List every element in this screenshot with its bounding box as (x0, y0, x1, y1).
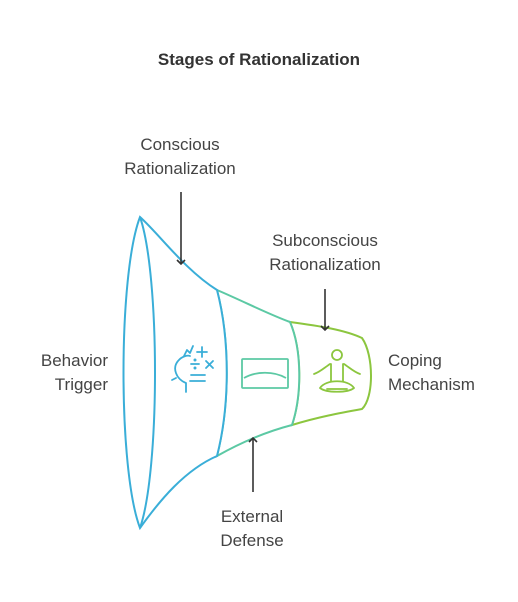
label-line: External (220, 507, 284, 526)
label-line: Defense (220, 531, 284, 550)
label-line: Rationalization (124, 159, 236, 178)
mind-math-icon (171, 345, 214, 393)
label-conscious-rationalization: Conscious Rationalization (100, 133, 260, 181)
label-coping-mechanism: Coping Mechanism (388, 349, 513, 397)
label-line: Subconscious (272, 231, 378, 250)
label-behavior-trigger: Behavior Trigger (10, 349, 108, 397)
label-line: Trigger (54, 375, 108, 394)
frame-icon (241, 358, 289, 389)
label-external-defense: External Defense (172, 505, 332, 553)
label-line: Conscious (140, 135, 220, 154)
label-line: Mechanism (388, 375, 475, 394)
label-line: Behavior (40, 351, 108, 370)
meditation-icon (313, 349, 361, 393)
label-subconscious-rationalization: Subconscious Rationalization (245, 229, 405, 277)
diagram-title: Stages of Rationalization (157, 50, 361, 69)
label-line: Rationalization (269, 255, 381, 274)
funnel-mouth (139, 216, 156, 529)
label-line: Coping (388, 351, 442, 370)
